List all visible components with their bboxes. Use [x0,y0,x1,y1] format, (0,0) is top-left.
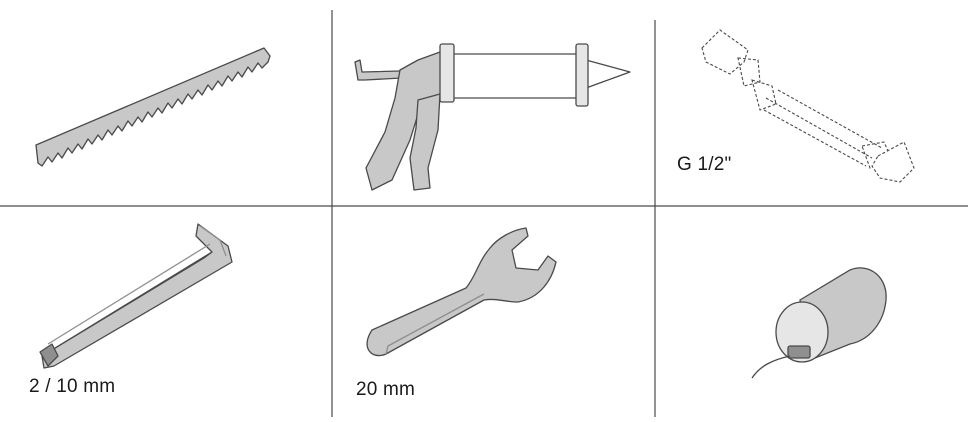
caulking-gun-icon [354,43,631,191]
allen-key-size-label: 2 / 10 mm [29,376,116,397]
hose-icon [701,29,915,183]
allen-key-icon [39,223,233,369]
battery-icon [751,267,887,379]
grid-lines [0,10,968,417]
hose-size-label: G 1/2" [677,154,732,175]
saw-blade-icon [35,47,271,167]
wrench-size-label: 20 mm [356,379,416,400]
wrench-icon [366,227,557,357]
